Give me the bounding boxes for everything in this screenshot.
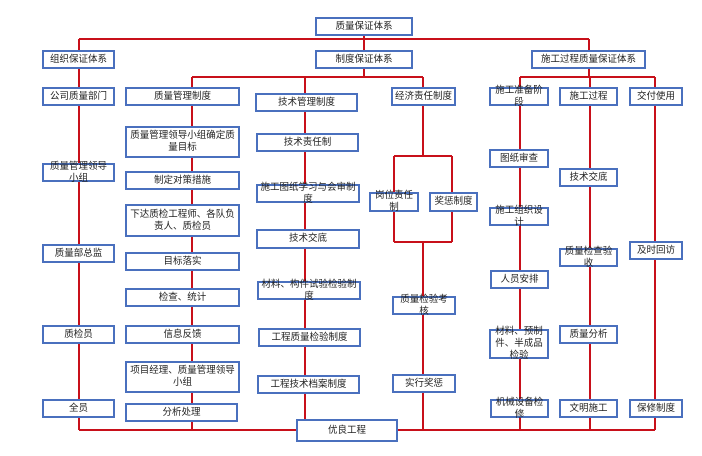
construction-header: 施工过程 [559, 87, 618, 106]
quality-mgmt-node: 信息反馈 [125, 325, 240, 344]
delivery-header: 交付使用 [629, 87, 683, 106]
quality-mgmt-node: 项目经理、质量管理领导小组 [125, 361, 240, 393]
tech-mgmt-node: 工程技术档案制度 [257, 375, 360, 394]
prep-header: 施工准备阶段 [489, 85, 549, 108]
system-branch: 制度保证体系 [315, 50, 413, 69]
org-node: 质量部总监 [42, 244, 115, 263]
prep-node: 图纸审查 [489, 149, 549, 168]
root-node: 质量保证体系 [315, 17, 413, 36]
prep-node: 人员安排 [490, 270, 549, 289]
tech-mgmt-header: 技术管理制度 [255, 93, 358, 112]
tech-mgmt-node: 材料、构件试验检验制度 [257, 279, 361, 302]
process-branch: 施工过程质量保证体系 [531, 50, 646, 69]
prep-node: 施工组织设计 [489, 205, 549, 228]
quality-mgmt-node: 质量管理领导小组确定质量目标 [125, 126, 240, 158]
prep-node: 材料、预制件、半成品检验 [489, 326, 549, 361]
delivery-node: 及时回访 [629, 241, 683, 260]
economic-header: 经济责任制度 [391, 87, 456, 106]
org-node: 公司质量部门 [42, 87, 115, 106]
construction-node: 质量分析 [559, 325, 618, 344]
quality-mgmt-node: 检查、统计 [125, 288, 240, 307]
economic-sub-node: 岗位责任制 [369, 190, 419, 213]
construction-node: 文明施工 [559, 399, 618, 418]
quality-mgmt-header: 质量管理制度 [125, 87, 240, 106]
org-node: 质检员 [42, 325, 115, 344]
quality-mgmt-node: 制定对策措施 [125, 171, 240, 190]
construction-node: 质量检查验收 [559, 246, 618, 269]
org-node: 全员 [42, 399, 115, 418]
quality-mgmt-node: 目标落实 [125, 252, 240, 271]
result-node: 优良工程 [296, 419, 398, 442]
tech-mgmt-node: 技术责任制 [256, 133, 359, 152]
tech-mgmt-node: 技术交底 [256, 229, 360, 249]
quality-mgmt-node: 分析处理 [125, 403, 238, 422]
economic-node: 质量检验考核 [392, 294, 456, 317]
tech-mgmt-node: 工程质量检验制度 [258, 328, 361, 347]
tech-mgmt-node: 施工图纸学习与会审制度 [256, 182, 360, 205]
org-node: 质量管理领导小组 [42, 161, 115, 184]
quality-mgmt-node: 下达质检工程师、各队负责人、质检员 [125, 204, 240, 237]
economic-node: 实行奖惩 [392, 374, 456, 393]
construction-node: 技术交底 [559, 168, 618, 187]
prep-node: 机械设备检修 [490, 397, 549, 420]
organization-branch: 组织保证体系 [42, 50, 115, 69]
delivery-node: 保修制度 [629, 399, 683, 418]
economic-sub-node: 奖惩制度 [429, 192, 478, 212]
